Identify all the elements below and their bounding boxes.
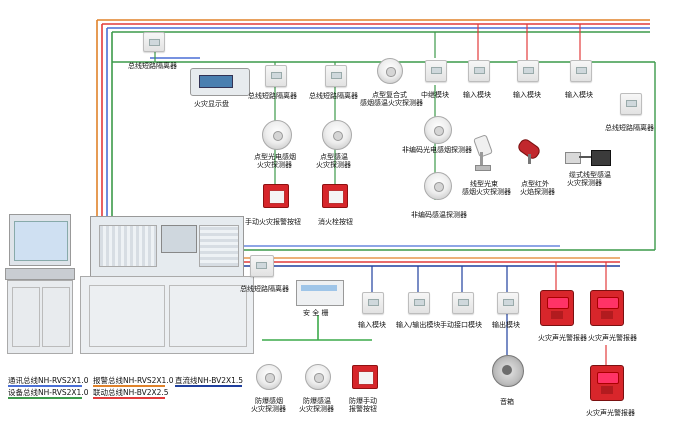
- composite-detector-line1: 点型复合式: [372, 91, 407, 99]
- linear-heat-detector: [565, 148, 611, 168]
- input-module-1-box: [468, 60, 490, 82]
- ex-heat-line1: 防爆感温: [303, 397, 331, 405]
- io-inout-module-label: 输入/输出模块: [396, 321, 441, 329]
- sound-light-alarm-1: [540, 290, 574, 326]
- beam-detector-line2: 感烟火灾探测器: [462, 188, 511, 196]
- sound-light-3-label: 火灾声光警报器: [586, 409, 635, 417]
- ex-heat-detector: [305, 364, 331, 390]
- speaker-label: 音箱: [500, 398, 514, 406]
- relay-module-label: 中继模块: [421, 91, 449, 99]
- ex-manual-line1: 防爆手动: [349, 397, 377, 405]
- display-label: 火灾显示盘: [194, 100, 229, 108]
- ex-manual-line2: 报警按钮: [349, 405, 377, 413]
- ex-heat-line2: 火灾探测器: [299, 405, 334, 413]
- isolator-2-label: 总线短路隔离器: [309, 92, 358, 100]
- smoke-detector-line2: 火灾探测器: [257, 161, 292, 169]
- hydrant-button: [322, 184, 348, 208]
- nonencoded-smoke-detector: [424, 116, 452, 144]
- ex-smoke-line2: 火灾探测器: [251, 405, 286, 413]
- ex-smoke-line1: 防爆感烟: [255, 397, 283, 405]
- isolator-lower-label: 总线短路隔离器: [240, 285, 289, 293]
- nonencoded-heat-label: 非编码感温探测器: [411, 211, 467, 219]
- isolator-right-box: [620, 93, 642, 115]
- cabinet-base: [80, 276, 254, 354]
- io-manual-interface-box: [452, 292, 474, 314]
- legend-dc: 直流线NH-BV2X1.5: [175, 376, 244, 385]
- host-monitor: [9, 214, 71, 266]
- sound-light-alarm-2: [590, 290, 624, 326]
- io-output-module-label: 输出模块: [492, 321, 520, 329]
- sound-light-alarm-3: [590, 365, 624, 401]
- isolator-1-box: [265, 65, 287, 87]
- top-isolator-box: [143, 32, 165, 52]
- smoke-detector-line1: 点型光电感烟: [254, 153, 296, 161]
- hydrant-label: 消火栓按钮: [318, 218, 353, 226]
- io-output-module-box: [497, 292, 519, 314]
- input-module-3-label: 输入模块: [565, 91, 593, 99]
- sound-light-2-label: 火灾声光警报器: [588, 334, 637, 342]
- nonencoded-smoke-label: 非编码光电感烟探测器: [402, 146, 472, 154]
- relay-module-box: [425, 60, 447, 82]
- ir-flame-line1: 点型红外: [521, 180, 549, 188]
- host-computer-console: [5, 214, 75, 354]
- host-desk: [7, 280, 73, 354]
- cabinet-panel: [90, 216, 244, 278]
- isolator-2-box: [325, 65, 347, 87]
- fire-alarm-control-cabinet: [80, 216, 254, 354]
- input-module-2-label: 输入模块: [513, 91, 541, 99]
- monitor-screen: [14, 221, 68, 261]
- ir-flame-line2: 火焰探测器: [520, 188, 555, 196]
- io-inout-module-box: [408, 292, 430, 314]
- fire-display-panel: [190, 68, 250, 96]
- heat-detector-line1: 点型感温: [320, 153, 348, 161]
- legend-alarm: 报警总线NH-RVS2X1.0: [93, 376, 174, 385]
- heat-detector: [322, 120, 352, 150]
- legend-device: 设备总线NH-RVS2X1.0: [8, 388, 89, 397]
- host-keyboard: [5, 268, 75, 280]
- composite-detector: [377, 58, 403, 84]
- top-isolator-label: 总线短路隔离器: [128, 62, 177, 70]
- io-input-module-box: [362, 292, 384, 314]
- ex-manual-button: [352, 365, 378, 389]
- legend-linkage: 联动总线NH-BV2X2.5: [93, 388, 169, 397]
- beam-detector-line1: 线型光束: [470, 180, 498, 188]
- input-module-1-label: 输入模块: [463, 91, 491, 99]
- manual-alarm-button: [263, 184, 289, 208]
- legend-comm: 通讯总线NH-RVS2X1.0: [8, 376, 89, 385]
- linear-heat-line1: 缆式线型感温: [569, 171, 611, 179]
- safety-barrier: [296, 280, 344, 306]
- ex-smoke-detector: [256, 364, 282, 390]
- ir-flame-detector: [515, 136, 543, 166]
- composite-detector-line2: 感烟感温火灾探测器: [360, 99, 423, 107]
- io-input-module-label: 输入模块: [358, 321, 386, 329]
- manual-alarm-label: 手动火灾报警按钮: [245, 218, 301, 226]
- input-module-2-box: [517, 60, 539, 82]
- safety-barrier-label: 安 全 栅: [303, 309, 329, 317]
- sound-light-1-label: 火灾声光警报器: [538, 334, 587, 342]
- isolator-1-label: 总线短路隔离器: [248, 92, 297, 100]
- isolator-right-label: 总线短路隔离器: [605, 124, 654, 132]
- nonencoded-heat-detector: [424, 172, 452, 200]
- isolator-lower-box: [250, 255, 274, 277]
- heat-detector-line2: 火灾探测器: [316, 161, 351, 169]
- speaker: [492, 355, 524, 387]
- photoelectric-smoke-detector: [262, 120, 292, 150]
- input-module-3-box: [570, 60, 592, 82]
- linear-heat-line2: 火灾探测器: [567, 179, 602, 187]
- io-manual-interface-label: 手动接口模块: [440, 321, 482, 329]
- beam-smoke-detector: [473, 134, 493, 171]
